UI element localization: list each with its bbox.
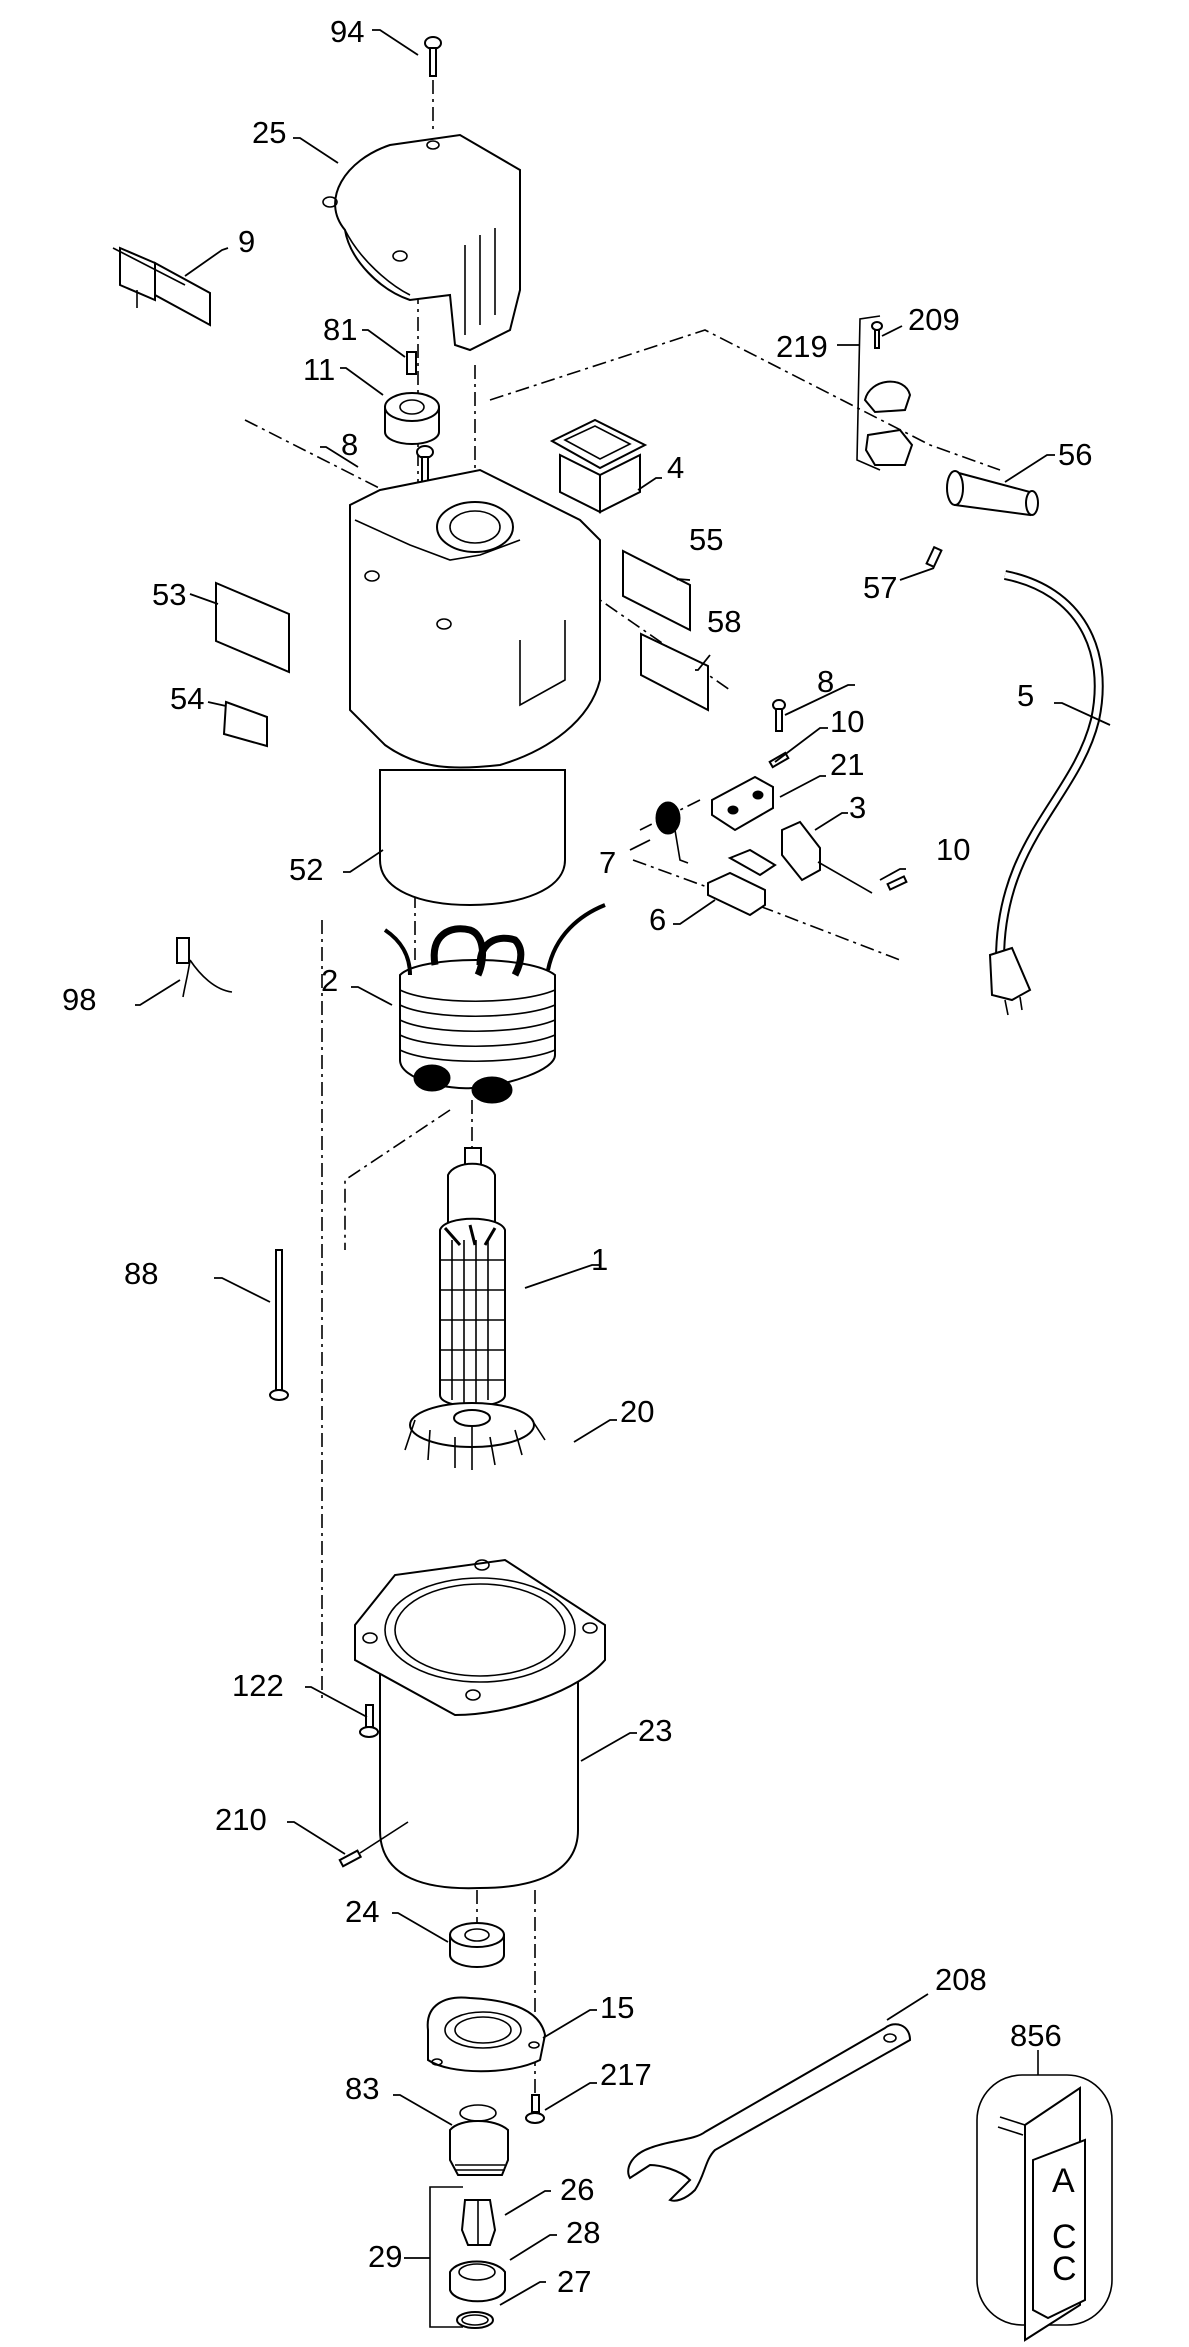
part-55-label[interactable] xyxy=(622,549,691,632)
label-part-1: 1 xyxy=(591,1242,608,1277)
label-part-8-top: 8 xyxy=(341,427,358,462)
part-53-label[interactable] xyxy=(215,581,290,674)
label-part-122: 122 xyxy=(232,1668,284,1703)
label-part-94: 94 xyxy=(330,14,364,49)
part-7-brush-spring[interactable] xyxy=(655,801,689,864)
label-part-856: 856 xyxy=(1010,2018,1062,2053)
label-part-24: 24 xyxy=(345,1894,379,1929)
label-part-83: 83 xyxy=(345,2071,379,2106)
label-part-210: 210 xyxy=(215,1802,267,1837)
part-208-wrench[interactable] xyxy=(627,2023,912,2202)
part-number-labels: 94 25 9 81 11 8 4 219 209 56 55 53 57 58… xyxy=(62,14,1092,2299)
label-part-23: 23 xyxy=(638,1713,672,1748)
label-part-217: 217 xyxy=(600,2057,652,2092)
part-26-collet[interactable] xyxy=(460,2199,497,2246)
label-part-208: 208 xyxy=(935,1962,987,1997)
label-part-28: 28 xyxy=(566,2215,600,2250)
part-4-rocker-switch[interactable] xyxy=(549,418,648,514)
label-part-56: 56 xyxy=(1058,437,1092,472)
label-part-21: 21 xyxy=(830,747,864,782)
part-25-end-cap[interactable] xyxy=(322,133,521,352)
label-part-53: 53 xyxy=(152,577,186,612)
part-217-screw[interactable] xyxy=(525,2094,545,2124)
part-6-brush-bracket[interactable] xyxy=(707,848,777,917)
part-1-armature[interactable] xyxy=(439,1147,506,1408)
label-part-27: 27 xyxy=(557,2264,591,2299)
part-83-collet-nut-housing[interactable] xyxy=(449,2104,509,2176)
label-part-3: 3 xyxy=(849,790,866,825)
label-part-8-brush: 8 xyxy=(817,664,834,699)
part-23-base-housing[interactable] xyxy=(354,1558,606,1890)
label-part-15: 15 xyxy=(600,1990,634,2025)
part-94-screw[interactable] xyxy=(424,36,442,77)
part-3-carbon-brush[interactable] xyxy=(781,820,873,894)
part-219-cord-clamp[interactable] xyxy=(856,315,914,471)
part-58-label[interactable] xyxy=(640,632,709,712)
part-98-wire-connector[interactable] xyxy=(176,937,233,998)
part-856-accessory-package[interactable]: A C C xyxy=(976,2050,1113,2342)
label-part-10-lower: 10 xyxy=(936,832,970,867)
label-part-25: 25 xyxy=(252,115,286,150)
part-8-screw-brush[interactable] xyxy=(772,699,786,732)
part-27-o-ring[interactable] xyxy=(456,2311,494,2329)
part-54-label[interactable] xyxy=(222,700,268,748)
label-part-6: 6 xyxy=(649,902,666,937)
accessory-box-letter-c2: C xyxy=(1052,2250,1077,2288)
label-part-11: 11 xyxy=(303,352,335,387)
part-209-screw[interactable] xyxy=(871,321,883,349)
accessory-box-letter-c1: C xyxy=(1052,2218,1077,2256)
label-part-55: 55 xyxy=(689,522,723,557)
part-2-field-stator[interactable] xyxy=(383,903,606,1104)
label-part-29: 29 xyxy=(368,2239,402,2274)
part-52-motor-housing[interactable] xyxy=(349,468,601,907)
part-57-wire-terminal[interactable] xyxy=(925,545,943,569)
label-part-54: 54 xyxy=(170,681,204,716)
part-9-switch-bracket[interactable] xyxy=(112,246,211,327)
part-88-long-screw[interactable] xyxy=(269,1249,289,1401)
label-part-10-upper: 10 xyxy=(830,704,864,739)
part-24-lower-bearing[interactable] xyxy=(449,1922,505,1968)
label-part-5: 5 xyxy=(1017,678,1034,713)
label-part-26: 26 xyxy=(560,2172,594,2207)
label-part-81: 81 xyxy=(323,312,357,347)
part-210-screw[interactable] xyxy=(338,1821,409,1868)
part-122-screw[interactable] xyxy=(359,1704,379,1738)
part-5-power-cord[interactable] xyxy=(988,570,1104,1016)
label-part-4: 4 xyxy=(667,450,684,485)
label-part-58: 58 xyxy=(707,604,741,639)
part-28-collet-nut[interactable] xyxy=(449,2260,506,2303)
part-11-bearing[interactable] xyxy=(384,392,440,445)
label-part-7: 7 xyxy=(599,845,616,880)
part-81-set-screw[interactable] xyxy=(406,351,417,375)
accessory-box-letter-a: A xyxy=(1052,2162,1075,2200)
leader-lines xyxy=(135,29,1111,2306)
part-15-bearing-retainer[interactable] xyxy=(426,1996,547,2073)
label-part-88: 88 xyxy=(124,1256,158,1291)
part-10-screw-lower[interactable] xyxy=(886,875,908,891)
label-part-209: 209 xyxy=(908,302,960,337)
label-part-57: 57 xyxy=(863,570,897,605)
part-29-collet-assembly[interactable] xyxy=(429,2186,463,2328)
part-20-fan[interactable] xyxy=(404,1402,546,1470)
label-part-98: 98 xyxy=(62,982,96,1017)
part-21-brush-holder[interactable] xyxy=(711,775,774,832)
label-part-9: 9 xyxy=(238,224,255,259)
label-part-52: 52 xyxy=(289,852,323,887)
label-part-219: 219 xyxy=(776,329,828,364)
label-part-2: 2 xyxy=(321,963,338,998)
label-part-20: 20 xyxy=(620,1394,654,1429)
part-56-cord-protector[interactable] xyxy=(946,470,1039,517)
